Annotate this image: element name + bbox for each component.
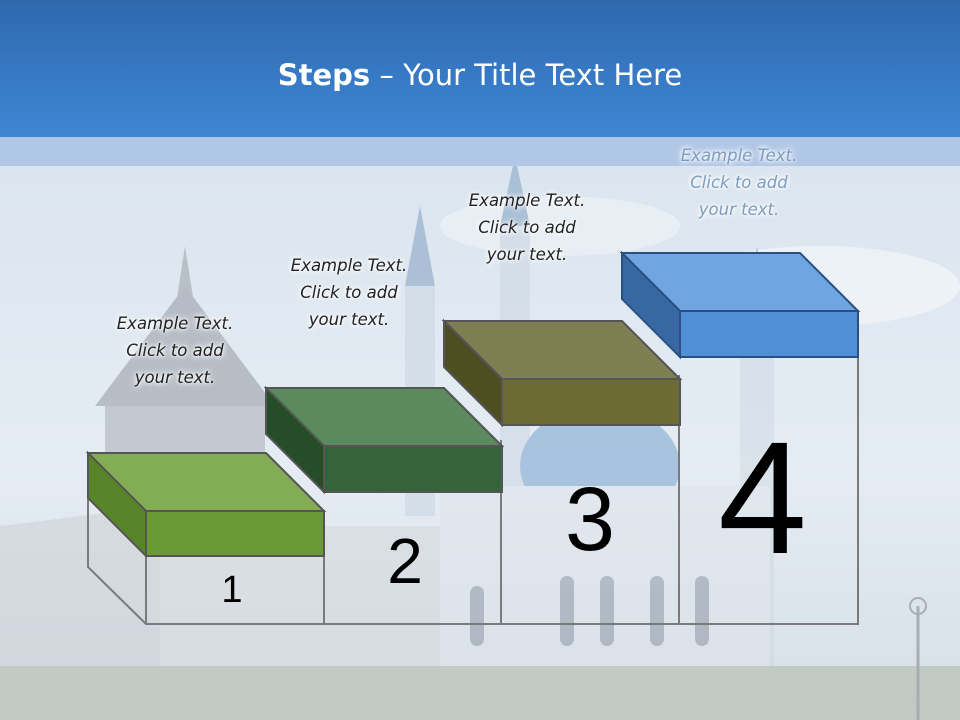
step-3-number: 3 [564, 470, 616, 570]
step-2-block[interactable] [263, 385, 505, 495]
step-3-block[interactable] [441, 318, 683, 428]
title-rest: – Your Title Text Here [370, 58, 683, 92]
caption-line: Example Text. [680, 146, 798, 165]
step-1-block[interactable] [85, 450, 327, 559]
header-accent-strip [0, 137, 960, 166]
caption-line: Click to add [478, 218, 576, 237]
caption-line: Click to add [690, 173, 788, 192]
caption-line: your text. [698, 200, 780, 219]
caption-line: Click to add [126, 341, 224, 360]
title-bold: Steps [277, 58, 371, 92]
header-band: Steps – Your Title Text Here [0, 0, 960, 137]
caption-line: your text. [134, 368, 216, 387]
caption-line: Example Text. [116, 314, 234, 333]
step-2-caption[interactable]: Example Text. Click to add your text. [264, 252, 434, 333]
step-2-number: 2 [387, 525, 423, 597]
step-4-number: 4 [718, 408, 807, 587]
caption-line: Example Text. [468, 191, 586, 210]
step-4-caption[interactable]: Example Text. Click to add your text. [654, 142, 824, 223]
step-4-block[interactable] [619, 250, 861, 360]
caption-line: Click to add [300, 283, 398, 302]
slide-title[interactable]: Steps – Your Title Text Here [0, 58, 960, 92]
step-1-number: 1 [221, 569, 243, 611]
caption-line: your text. [308, 310, 390, 329]
caption-line: your text. [486, 245, 568, 264]
caption-line: Example Text. [290, 256, 408, 275]
step-3-caption[interactable]: Example Text. Click to add your text. [442, 187, 612, 268]
step-1-caption[interactable]: Example Text. Click to add your text. [90, 310, 260, 391]
